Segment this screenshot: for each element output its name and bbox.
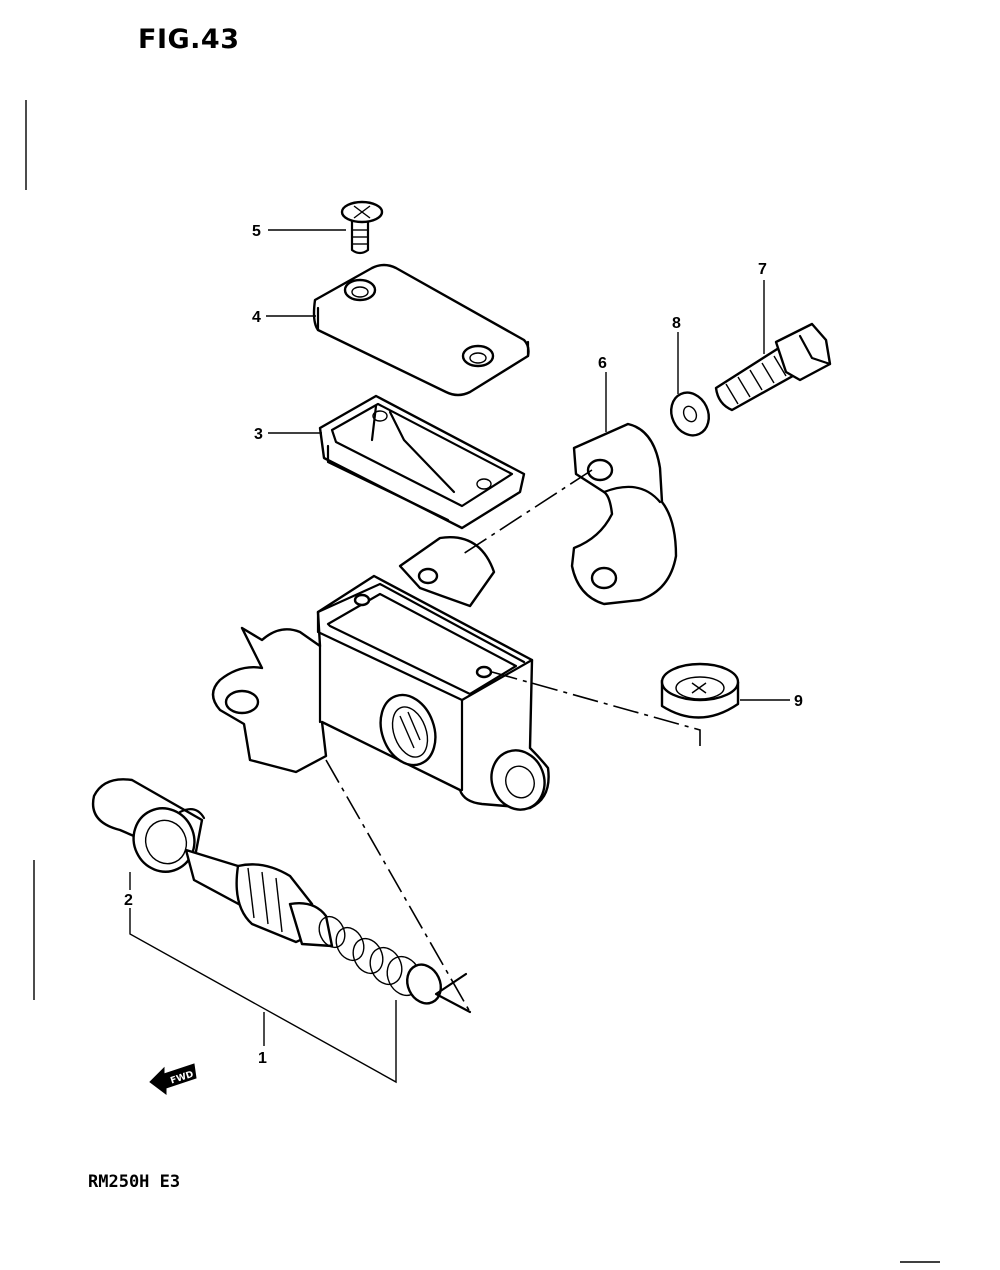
part-6-clamp — [570, 422, 678, 606]
part-1-piston-assembly — [91, 778, 442, 1005]
figure-title: FIG.43 — [138, 24, 240, 55]
part-4-reservoir-cap — [312, 263, 530, 397]
model-code: RM250H E3 — [88, 1172, 181, 1192]
leader-lines — [129, 229, 790, 1084]
callout-3: 3 — [254, 426, 263, 443]
part-8-washer — [670, 391, 710, 437]
callout-6: 6 — [598, 355, 607, 372]
callout-5: 5 — [252, 223, 261, 240]
callout-9: 9 — [794, 693, 803, 710]
part-5-screw — [340, 200, 384, 255]
callout-7: 7 — [758, 261, 767, 278]
part-7-bolt — [714, 322, 832, 412]
part-9-boot — [660, 662, 740, 719]
callout-8: 8 — [672, 315, 681, 332]
scan-edge-marks — [25, 100, 940, 1263]
callout-2: 2 — [124, 892, 133, 909]
fwd-arrow-icon: FWD — [149, 1063, 197, 1095]
callout-1: 1 — [258, 1050, 267, 1067]
master-cylinder-body — [211, 536, 550, 811]
part-3-diaphragm — [318, 394, 526, 530]
callout-4: 4 — [252, 309, 261, 326]
alignment-lines — [325, 469, 701, 1014]
